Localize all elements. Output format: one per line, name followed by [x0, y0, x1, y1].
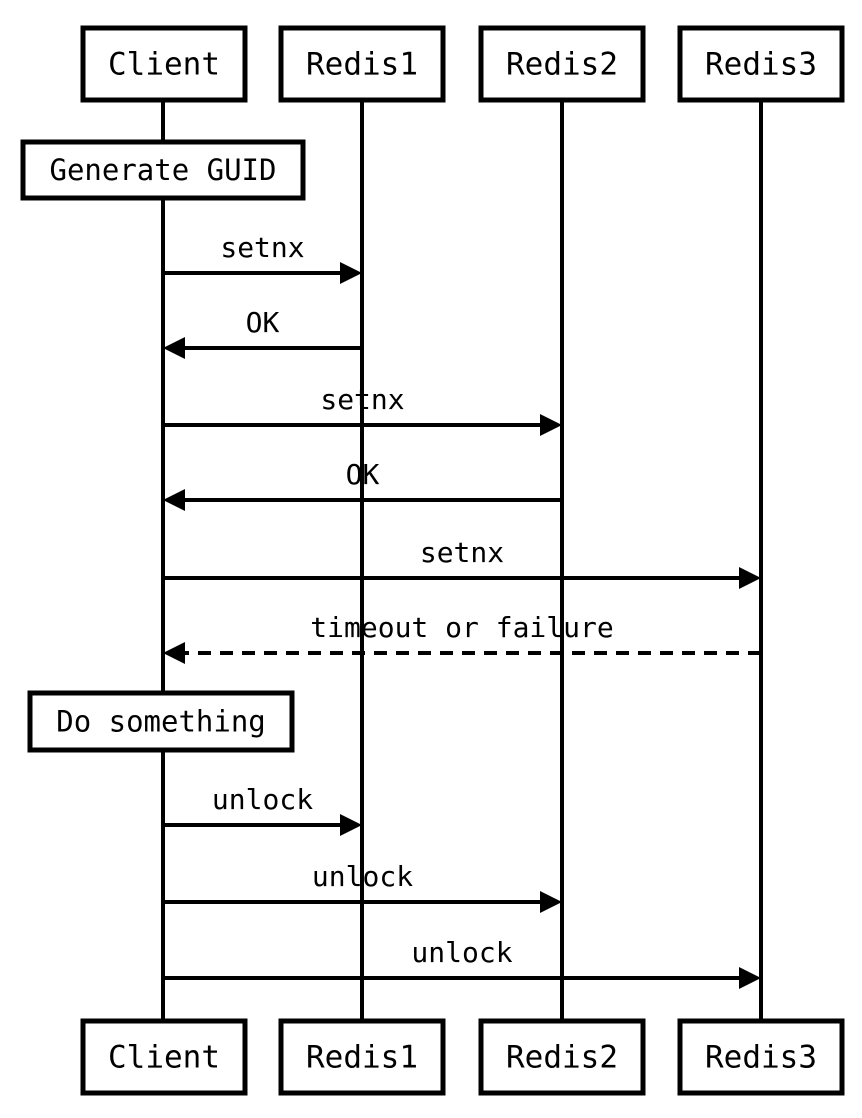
msg-ok-1: OK: [163, 306, 362, 359]
actor-footer-redis1: Redis1: [278, 1018, 446, 1096]
msg-ok-2-label: OK: [346, 458, 380, 491]
actor-label-redis3: Redis3: [705, 47, 817, 83]
actor-box-rect-client: [80, 25, 248, 103]
lifelines-layer: [161, 100, 763, 1021]
msg-ok-2: OK: [163, 458, 562, 511]
note-generate-guid: Generate GUID: [20, 139, 306, 201]
msg-setnx-1: setnx: [163, 231, 362, 284]
note-do-something: Do something: [27, 690, 295, 753]
actor-footer-client: Client: [80, 1018, 248, 1096]
msg-unlock-2-label: unlock: [312, 860, 413, 893]
msg-setnx-3-label: setnx: [420, 536, 504, 569]
note-boxes-layer: Generate GUID Do something: [20, 139, 306, 753]
msg-ok-1-label: OK: [246, 306, 280, 339]
msg-setnx-1-label: setnx: [220, 231, 304, 264]
actor-box-rect-redis3: [677, 1018, 845, 1096]
msg-unlock-1: unlock: [163, 783, 362, 836]
actor-header-client: Client: [80, 25, 248, 103]
note-generate-guid-label: Generate GUID: [50, 153, 277, 187]
msg-setnx-3: setnx: [163, 536, 761, 589]
actor-box-rect-client: [80, 1018, 248, 1096]
actor-label-client: Client: [108, 47, 220, 83]
actor-label-redis2: Redis2: [506, 47, 618, 83]
note-do-something-rect: [27, 690, 295, 753]
msg-ok-2-arrowhead: [163, 489, 185, 511]
msg-setnx-1-arrowhead: [340, 262, 362, 284]
msg-unlock-3-label: unlock: [411, 936, 512, 969]
msg-timeout-label: timeout or failure: [310, 611, 613, 644]
actor-footer-redis2: Redis2: [478, 1018, 646, 1096]
actor-box-rect-redis2: [478, 1018, 646, 1096]
msg-setnx-3-arrowhead: [739, 567, 761, 589]
actor-label-redis3: Redis3: [705, 1040, 817, 1076]
actor-header-redis1: Redis1: [278, 25, 446, 103]
msg-unlock-3: unlock: [163, 936, 761, 989]
actor-label-redis2: Redis2: [506, 1040, 618, 1076]
note-generate-guid-rect: [20, 139, 306, 201]
actor-label-client: Client: [108, 1040, 220, 1076]
note-do-something-label: Do something: [56, 705, 266, 739]
actor-boxes-layer: ClientClientRedis1Redis1Redis2Redis2Redi…: [80, 25, 845, 1096]
actor-box-rect-redis3: [677, 25, 845, 103]
msg-unlock-1-arrowhead: [340, 814, 362, 836]
msg-unlock-1-label: unlock: [212, 783, 313, 816]
actor-box-rect-redis1: [278, 25, 446, 103]
msg-ok-1-arrowhead: [163, 337, 185, 359]
msg-setnx-2-arrowhead: [540, 414, 562, 436]
msg-unlock-2-arrowhead: [540, 891, 562, 913]
actor-box-rect-redis2: [478, 25, 646, 103]
actor-label-redis1: Redis1: [306, 1040, 418, 1076]
actor-footer-redis3: Redis3: [677, 1018, 845, 1096]
msg-setnx-2-label: setnx: [320, 383, 404, 416]
actor-label-redis1: Redis1: [306, 47, 418, 83]
msg-unlock-2: unlock: [163, 860, 562, 913]
actor-header-redis3: Redis3: [677, 25, 845, 103]
actor-header-redis2: Redis2: [478, 25, 646, 103]
msg-timeout: timeout or failure: [163, 611, 761, 664]
msg-setnx-2: setnx: [163, 383, 562, 436]
msg-timeout-arrowhead: [163, 642, 185, 664]
actor-box-rect-redis1: [278, 1018, 446, 1096]
msg-unlock-3-arrowhead: [739, 967, 761, 989]
